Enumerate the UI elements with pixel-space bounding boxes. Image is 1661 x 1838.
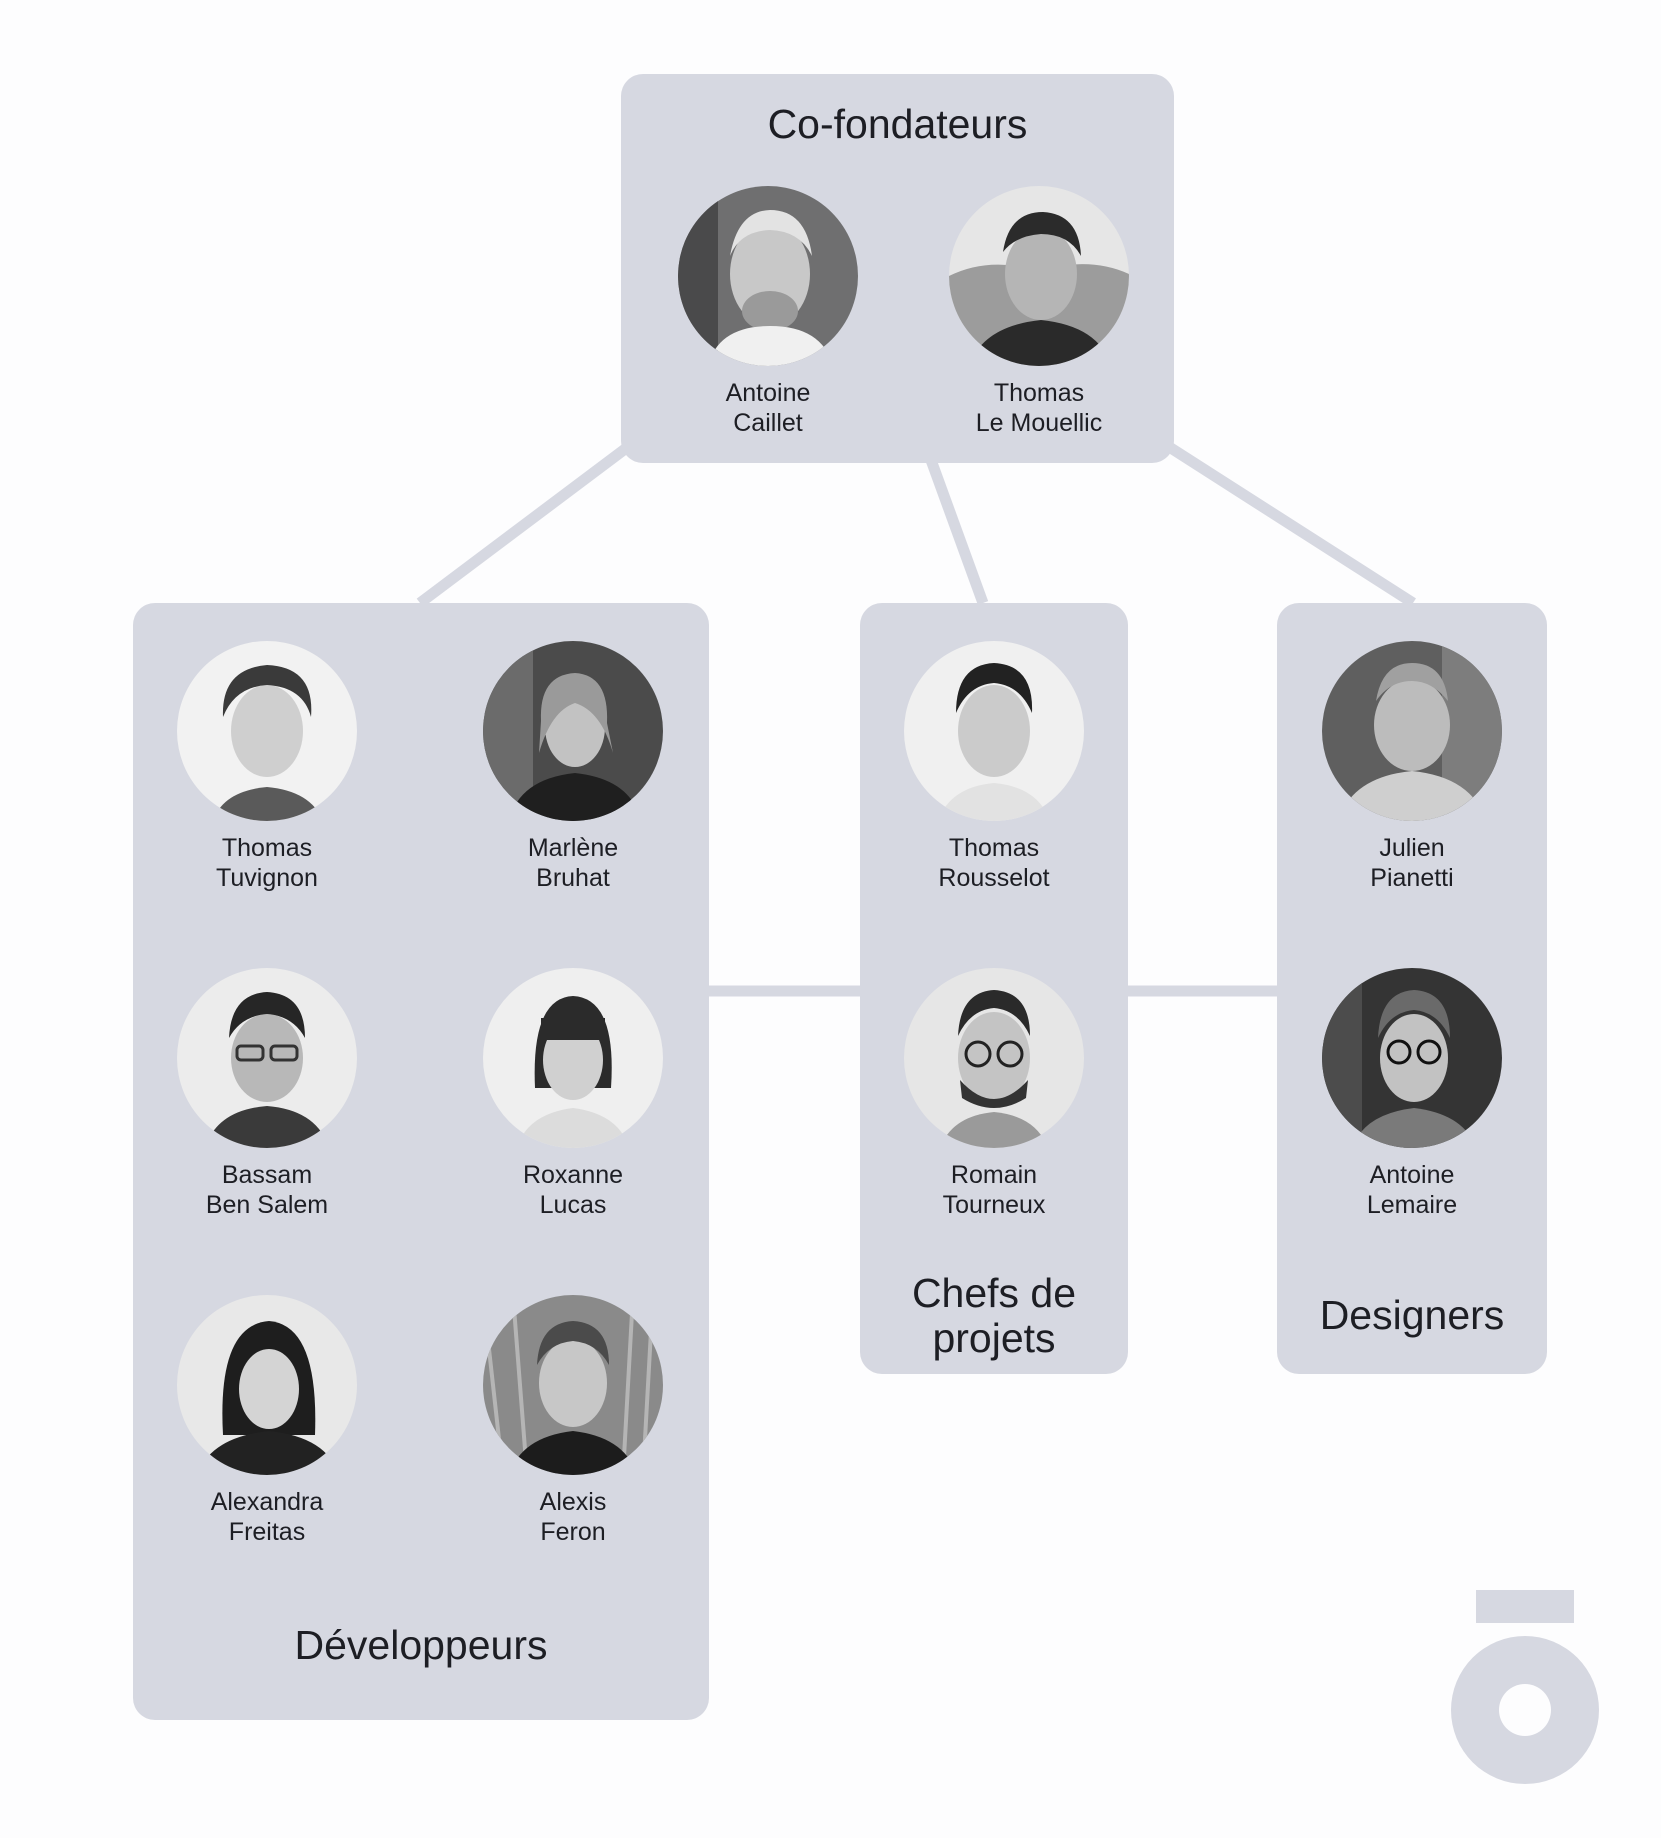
member-name: Julien Pianetti [1370, 834, 1454, 892]
team-title-designers: Designers [1319, 1292, 1505, 1338]
brand-logo-icon [1451, 1590, 1599, 1784]
member-card: Thomas Rousselot [904, 641, 1084, 893]
connector-cofounders-developers [416, 438, 637, 608]
member-card: Romain Tourneux [904, 968, 1084, 1220]
member-name: Antoine Lemaire [1366, 1161, 1458, 1219]
member-name: Thomas Rousselot [938, 834, 1050, 892]
member-card: Antoine Caillet [678, 186, 858, 438]
member-name: Alexandra Freitas [210, 1488, 324, 1546]
avatar [1322, 968, 1502, 1148]
member-card: Roxanne Lucas [483, 968, 663, 1220]
member-card: Alexandra Freitas [177, 1295, 357, 1547]
member-card: Thomas Tuvignon [177, 641, 357, 893]
member-name: Bassam Ben Salem [205, 1161, 329, 1219]
member-card: Marlène Bruhat [483, 641, 663, 893]
avatar [904, 968, 1084, 1148]
avatar [949, 186, 1129, 366]
team-project-managers: Thomas Rousselot Romain Tourneux Chefs d… [860, 603, 1128, 1374]
member-name: Thomas Le Mouellic [975, 379, 1103, 437]
member-name: Antoine Caillet [725, 379, 811, 437]
avatar [177, 968, 357, 1148]
member-name: Romain Tourneux [942, 1161, 1046, 1219]
member-card: Antoine Lemaire [1322, 968, 1502, 1220]
team-designers: Julien Pianetti Antoine Lemaire Designer… [1277, 603, 1547, 1374]
avatar [483, 1295, 663, 1475]
avatar [483, 968, 663, 1148]
team-cofounders: Co-fondateurs Antoine Caillet Thomas Le … [621, 74, 1174, 463]
avatar [678, 186, 858, 366]
member-card: Bassam Ben Salem [177, 968, 357, 1220]
avatar [904, 641, 1084, 821]
avatar [1322, 641, 1502, 821]
member-name: Marlène Bruhat [527, 834, 619, 892]
team-title-developers: Développeurs [294, 1622, 548, 1668]
avatar [177, 641, 357, 821]
member-name: Roxanne Lucas [522, 1161, 624, 1219]
team-title-project-managers: Chefs de projets [911, 1270, 1077, 1361]
member-name: Thomas Tuvignon [216, 834, 318, 892]
member-card: Alexis Feron [483, 1295, 663, 1547]
connector-cofounders-project-managers [925, 458, 989, 605]
avatar [483, 641, 663, 821]
avatar [177, 1295, 357, 1475]
team-title-cofounders: Co-fondateurs [767, 101, 1028, 147]
member-card: Julien Pianetti [1322, 641, 1502, 893]
team-developers: Thomas Tuvignon Marlène Bruhat Bassam Be… [133, 603, 709, 1720]
connector-cofounders-designers [1160, 438, 1416, 608]
member-card: Thomas Le Mouellic [949, 186, 1129, 438]
member-name: Alexis Feron [539, 1488, 607, 1546]
